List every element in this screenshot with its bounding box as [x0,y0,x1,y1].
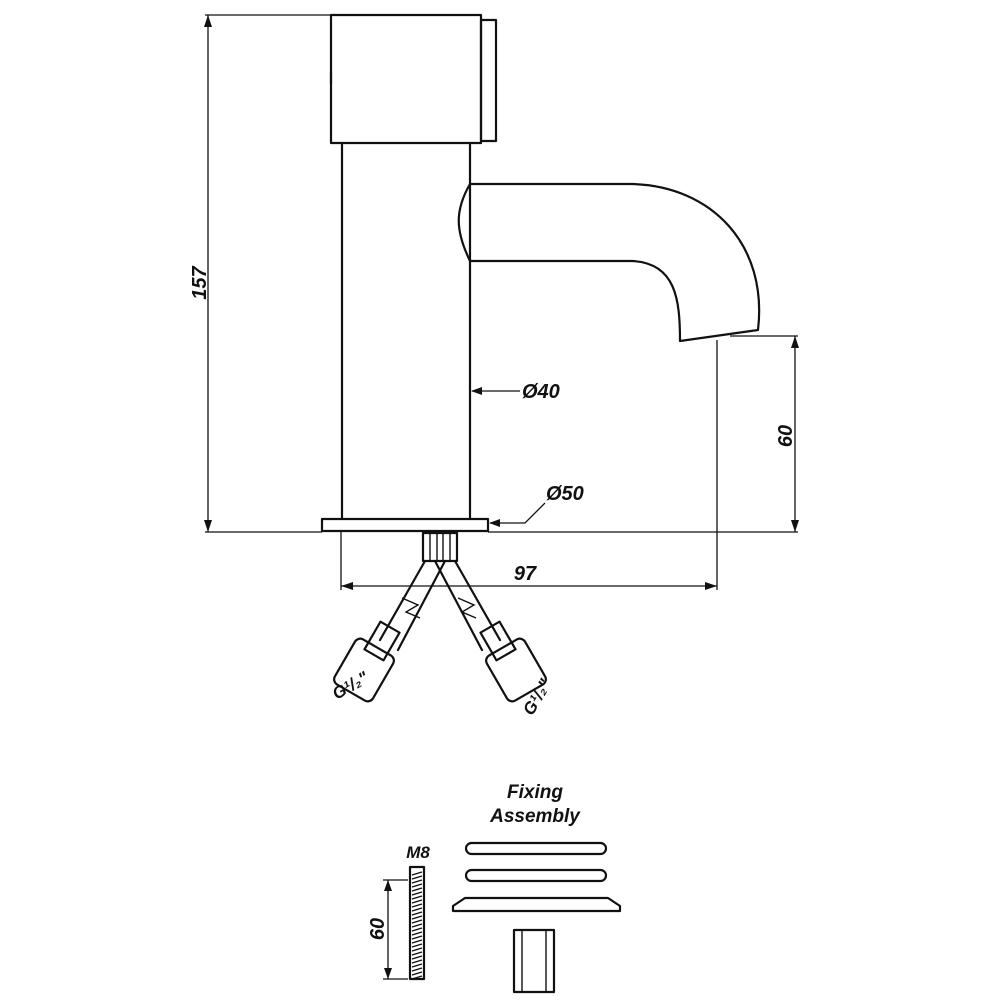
rod-thread-hatching [411,871,423,980]
thread-mark [411,879,423,884]
threaded-rod [408,865,426,981]
right-hose-nut [485,637,547,703]
tap-body [320,13,761,533]
thread-mark [411,915,423,920]
backnut-plate [451,896,622,913]
thread-mark [411,895,423,900]
fixing-assembly: Fixing Assembly M8 60 [367,782,622,994]
thread-mark [411,907,423,912]
overall-height-label: 157 [189,265,211,299]
right-hose [433,559,502,652]
fixing-assembly-title-line1: Fixing [507,782,563,803]
thread-mark [411,971,423,976]
thread-mark [411,911,423,916]
spout [457,182,761,343]
thread-mark [411,959,423,964]
left-hose-ferrule [363,620,401,662]
rod-length-label: 60 [367,918,389,940]
right-thread-label: G¹/₂" [519,675,555,718]
thread-mark [411,939,423,944]
thread-mark [411,967,423,972]
thread-mark [411,875,423,880]
thread-mark [411,891,423,896]
left-hose [378,559,447,652]
thread-mark [411,955,423,960]
washer-middle [464,868,608,883]
left-hose-nut [333,637,395,703]
thread-mark [411,871,423,876]
thread-mark [411,919,423,924]
threaded-shank [421,531,459,563]
base-diameter-label: Ø50 [546,483,584,505]
thread-mark [411,927,423,932]
fixing-assembly-title-line2: Assembly [489,806,581,827]
thread-mark [411,899,423,904]
left-thread-label: G¹/₂" [329,668,372,704]
spout-height-label: 60 [775,425,797,447]
right-hose-ferrule [479,620,517,662]
thread-mark [411,883,423,888]
rod-thread-label: M8 [406,843,430,862]
thread-mark [411,903,423,908]
thread-mark [411,931,423,936]
hex-nut [512,928,556,994]
spout-reach-label: 97 [514,563,537,585]
thread-mark [411,963,423,968]
tap-handle [329,13,483,145]
thread-mark [411,923,423,928]
thread-mark [411,975,423,980]
dimension-lines: 157 Ø40 Ø50 60 97 [189,14,799,590]
connection-hoses: G¹/₂" G¹/₂" [329,531,555,718]
thread-mark [411,887,423,892]
thread-mark [411,947,423,952]
thread-mark [411,951,423,956]
washer-top [464,841,608,856]
base-flange [320,517,490,533]
thread-mark [411,943,423,948]
handle-cap [479,18,498,143]
thread-mark [411,935,423,940]
body-diameter-label: Ø40 [522,381,560,403]
